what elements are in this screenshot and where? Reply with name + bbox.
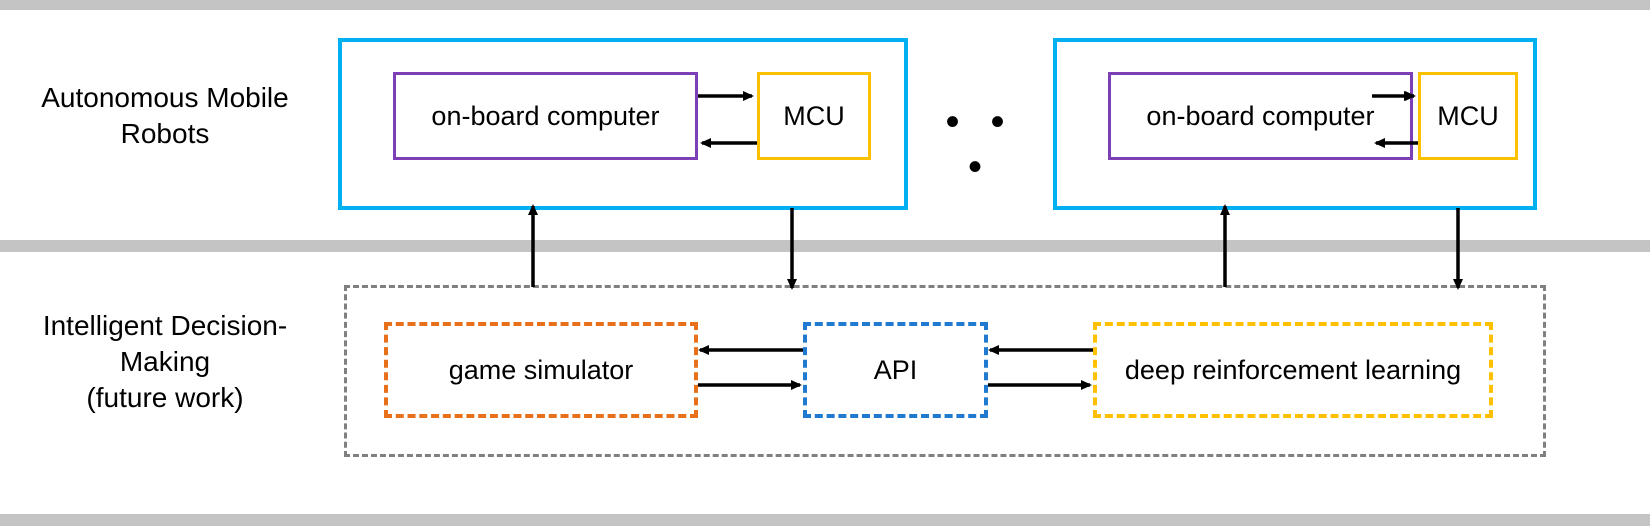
row-label-autonomous-mobile-robots: Autonomous Mobile Robots: [41, 82, 289, 149]
deep-reinforcement-learning-box: deep reinforcement learning: [1093, 322, 1493, 418]
on-board-computer-box-1: on-board computer: [393, 72, 698, 160]
robot-enclosure-1: [338, 38, 908, 210]
divider-band-top: [0, 0, 1650, 10]
robot-ellipsis: • • •: [945, 100, 1015, 189]
api-box: API: [803, 322, 988, 418]
row-label-intelligent-decision-making: Intelligent Decision- Making (future wor…: [42, 310, 288, 413]
mcu-box-2: MCU: [1418, 72, 1518, 160]
robot-enclosure-2: [1053, 38, 1537, 210]
on-board-computer-box-2: on-board computer: [1108, 72, 1413, 160]
divider-band-middle: [0, 240, 1650, 252]
decision-layer-container: [344, 285, 1546, 457]
mcu-box-1: MCU: [757, 72, 871, 160]
divider-band-bottom: [0, 514, 1650, 526]
game-simulator-box: game simulator: [384, 322, 698, 418]
